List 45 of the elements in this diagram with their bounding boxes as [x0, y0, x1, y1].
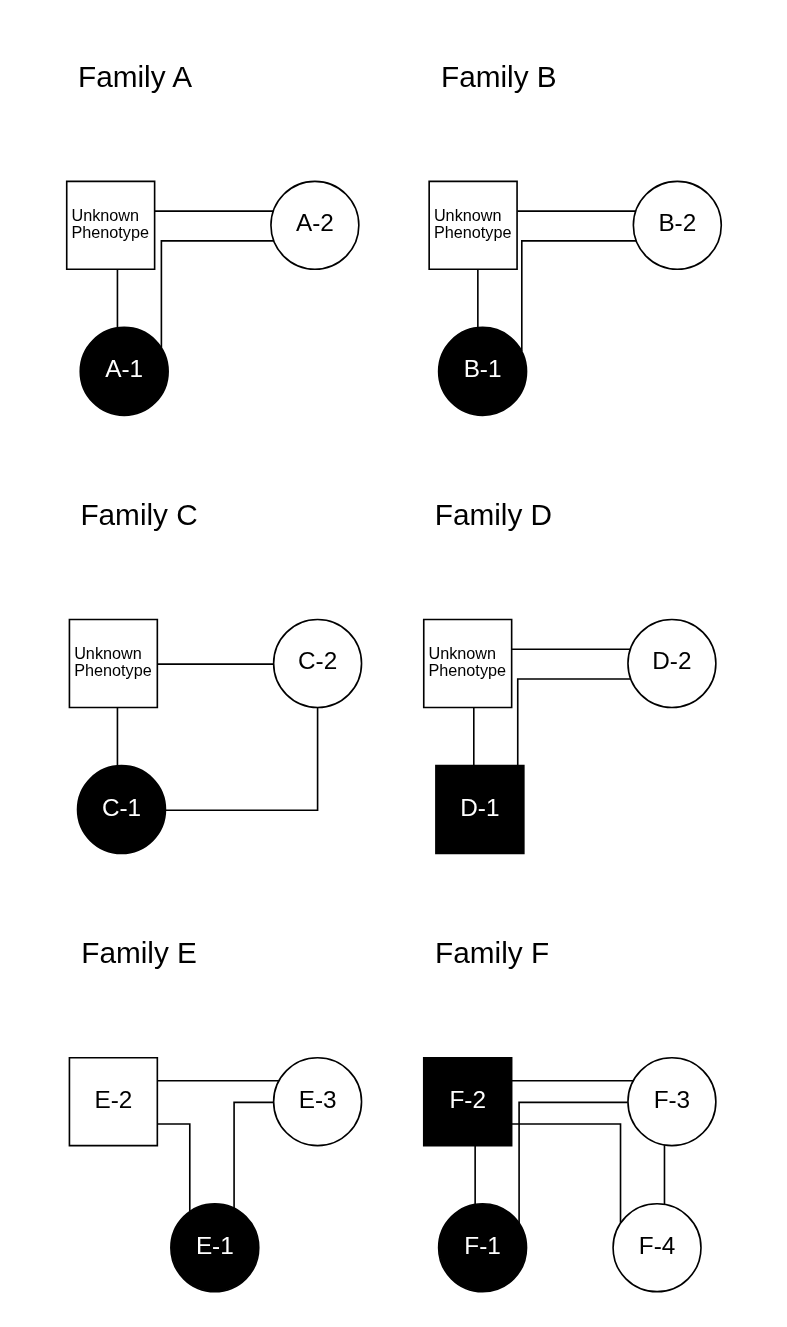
node-circle: F-1 — [437, 1202, 527, 1293]
connector — [160, 240, 275, 349]
connector — [510, 1079, 634, 1082]
node-box: Unknown Phenotype — [68, 618, 158, 709]
connector — [164, 706, 318, 812]
label: Family E — [80, 936, 197, 970]
node-circle: F-3 — [626, 1056, 717, 1147]
connector — [473, 1145, 476, 1205]
connector — [156, 1079, 280, 1082]
connector — [476, 268, 479, 329]
connector — [153, 210, 274, 212]
node-circle: A-1 — [78, 326, 169, 417]
connector — [516, 678, 631, 767]
node-circle: D-2 — [626, 618, 717, 709]
connector — [510, 1123, 621, 1224]
node-circle: C-2 — [272, 618, 362, 709]
node-circle: B-1 — [437, 326, 527, 417]
connector — [472, 706, 475, 767]
connector — [517, 1101, 629, 1224]
connector — [232, 1101, 274, 1209]
label: Family A — [77, 59, 192, 93]
node-circle: A-2 — [269, 180, 360, 271]
connector — [663, 1144, 665, 1206]
connector — [510, 648, 631, 651]
node-box: Unknown Phenotype — [422, 618, 512, 709]
node-box: Unknown Phenotype — [427, 180, 518, 271]
node-circle: E-3 — [272, 1056, 362, 1147]
node-box: Unknown Phenotype — [65, 180, 155, 271]
node-box: E-2 — [68, 1056, 158, 1147]
label: Family C — [79, 498, 198, 532]
node-circle: C-1 — [76, 764, 166, 855]
connector — [516, 210, 636, 212]
node-box: F-2 — [422, 1056, 512, 1147]
node-box: D-1 — [434, 764, 525, 855]
connector — [116, 268, 118, 329]
label: Family B — [440, 59, 557, 93]
connector — [156, 663, 274, 665]
node-circle: B-2 — [632, 180, 722, 271]
connector — [156, 1123, 191, 1213]
connector — [520, 240, 637, 352]
connector — [116, 706, 118, 767]
label: Family D — [434, 498, 552, 532]
node-circle: E-1 — [169, 1202, 260, 1293]
label: Family F — [434, 936, 549, 970]
node-circle: F-4 — [611, 1202, 702, 1293]
